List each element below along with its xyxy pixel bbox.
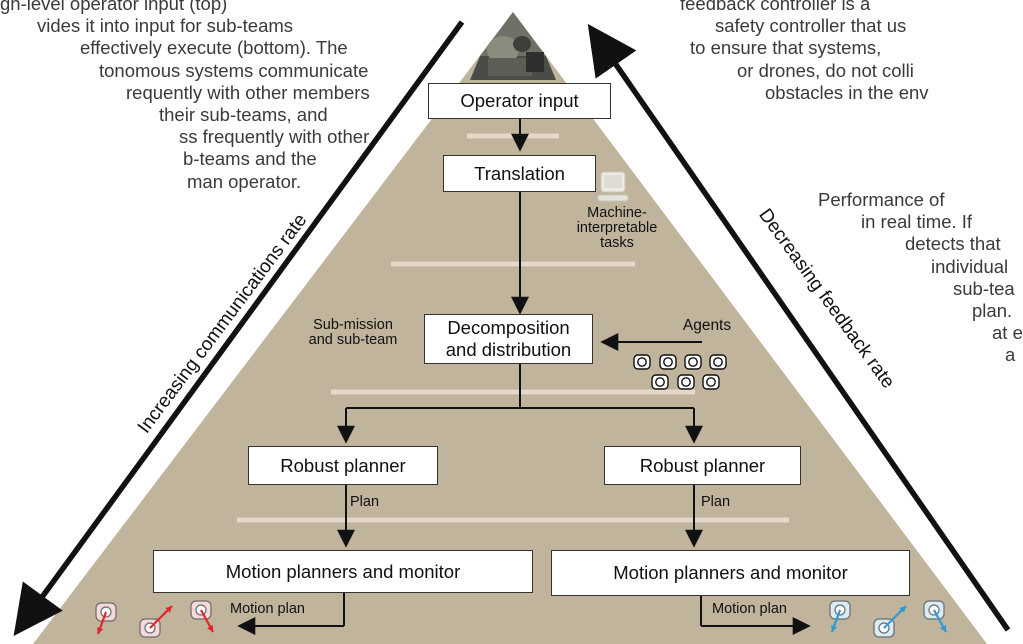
- robust-planner-right-box: Robust planner: [604, 446, 801, 485]
- agent-icon: [651, 374, 669, 390]
- agent-icon: [659, 354, 677, 370]
- plan-left-label: Plan: [350, 494, 380, 510]
- right-description-text-2: Performance of in real time. If detects …: [818, 189, 1023, 366]
- agent-icon: [709, 354, 727, 370]
- motion-planners-left-box: Motion planners and monitor: [153, 550, 533, 593]
- agent-icon: [702, 374, 720, 390]
- drone-icon: [923, 600, 947, 633]
- plan-right-label: Plan: [701, 494, 731, 510]
- drone-icon: [139, 605, 173, 638]
- agent-icons: [633, 354, 727, 390]
- agent-icon: [633, 354, 651, 370]
- operator-photo: [470, 12, 556, 80]
- left-drone-icons: [95, 600, 214, 638]
- band-separators: [237, 133, 789, 523]
- drone-icon: [190, 600, 214, 633]
- drone-icon: [873, 605, 907, 638]
- drone-icon: [95, 602, 117, 635]
- agent-icon: [684, 354, 702, 370]
- left-side-arrow: [13, 20, 465, 636]
- right-side-arrow: [587, 23, 1011, 632]
- operator-input-box: Operator input: [428, 83, 611, 119]
- machine-interpretable-tasks-label: Machine- interpretable tasks: [576, 205, 658, 251]
- decomposition-box: Decomposition and distribution: [424, 314, 593, 364]
- motion-plan-left-label: Motion plan: [230, 601, 305, 617]
- motion-plan-right-label: Motion plan: [712, 601, 787, 617]
- right-drone-icons: [829, 600, 947, 638]
- right-description-text: feedback controller is a safety controll…: [680, 0, 929, 103]
- robust-planner-left-box: Robust planner: [248, 446, 438, 485]
- agent-icon: [677, 374, 695, 390]
- translation-box: Translation: [443, 155, 596, 192]
- sub-mission-label: Sub-mission and sub-team: [308, 317, 398, 348]
- flow-connectors: [237, 117, 811, 635]
- agents-label: Agents: [682, 317, 732, 334]
- drone-icon: [829, 600, 851, 633]
- motion-planners-right-box: Motion planners and monitor: [551, 550, 910, 596]
- left-description-text: gh-level operator input (top) vides it i…: [0, 0, 370, 192]
- computer-icon: [597, 171, 629, 202]
